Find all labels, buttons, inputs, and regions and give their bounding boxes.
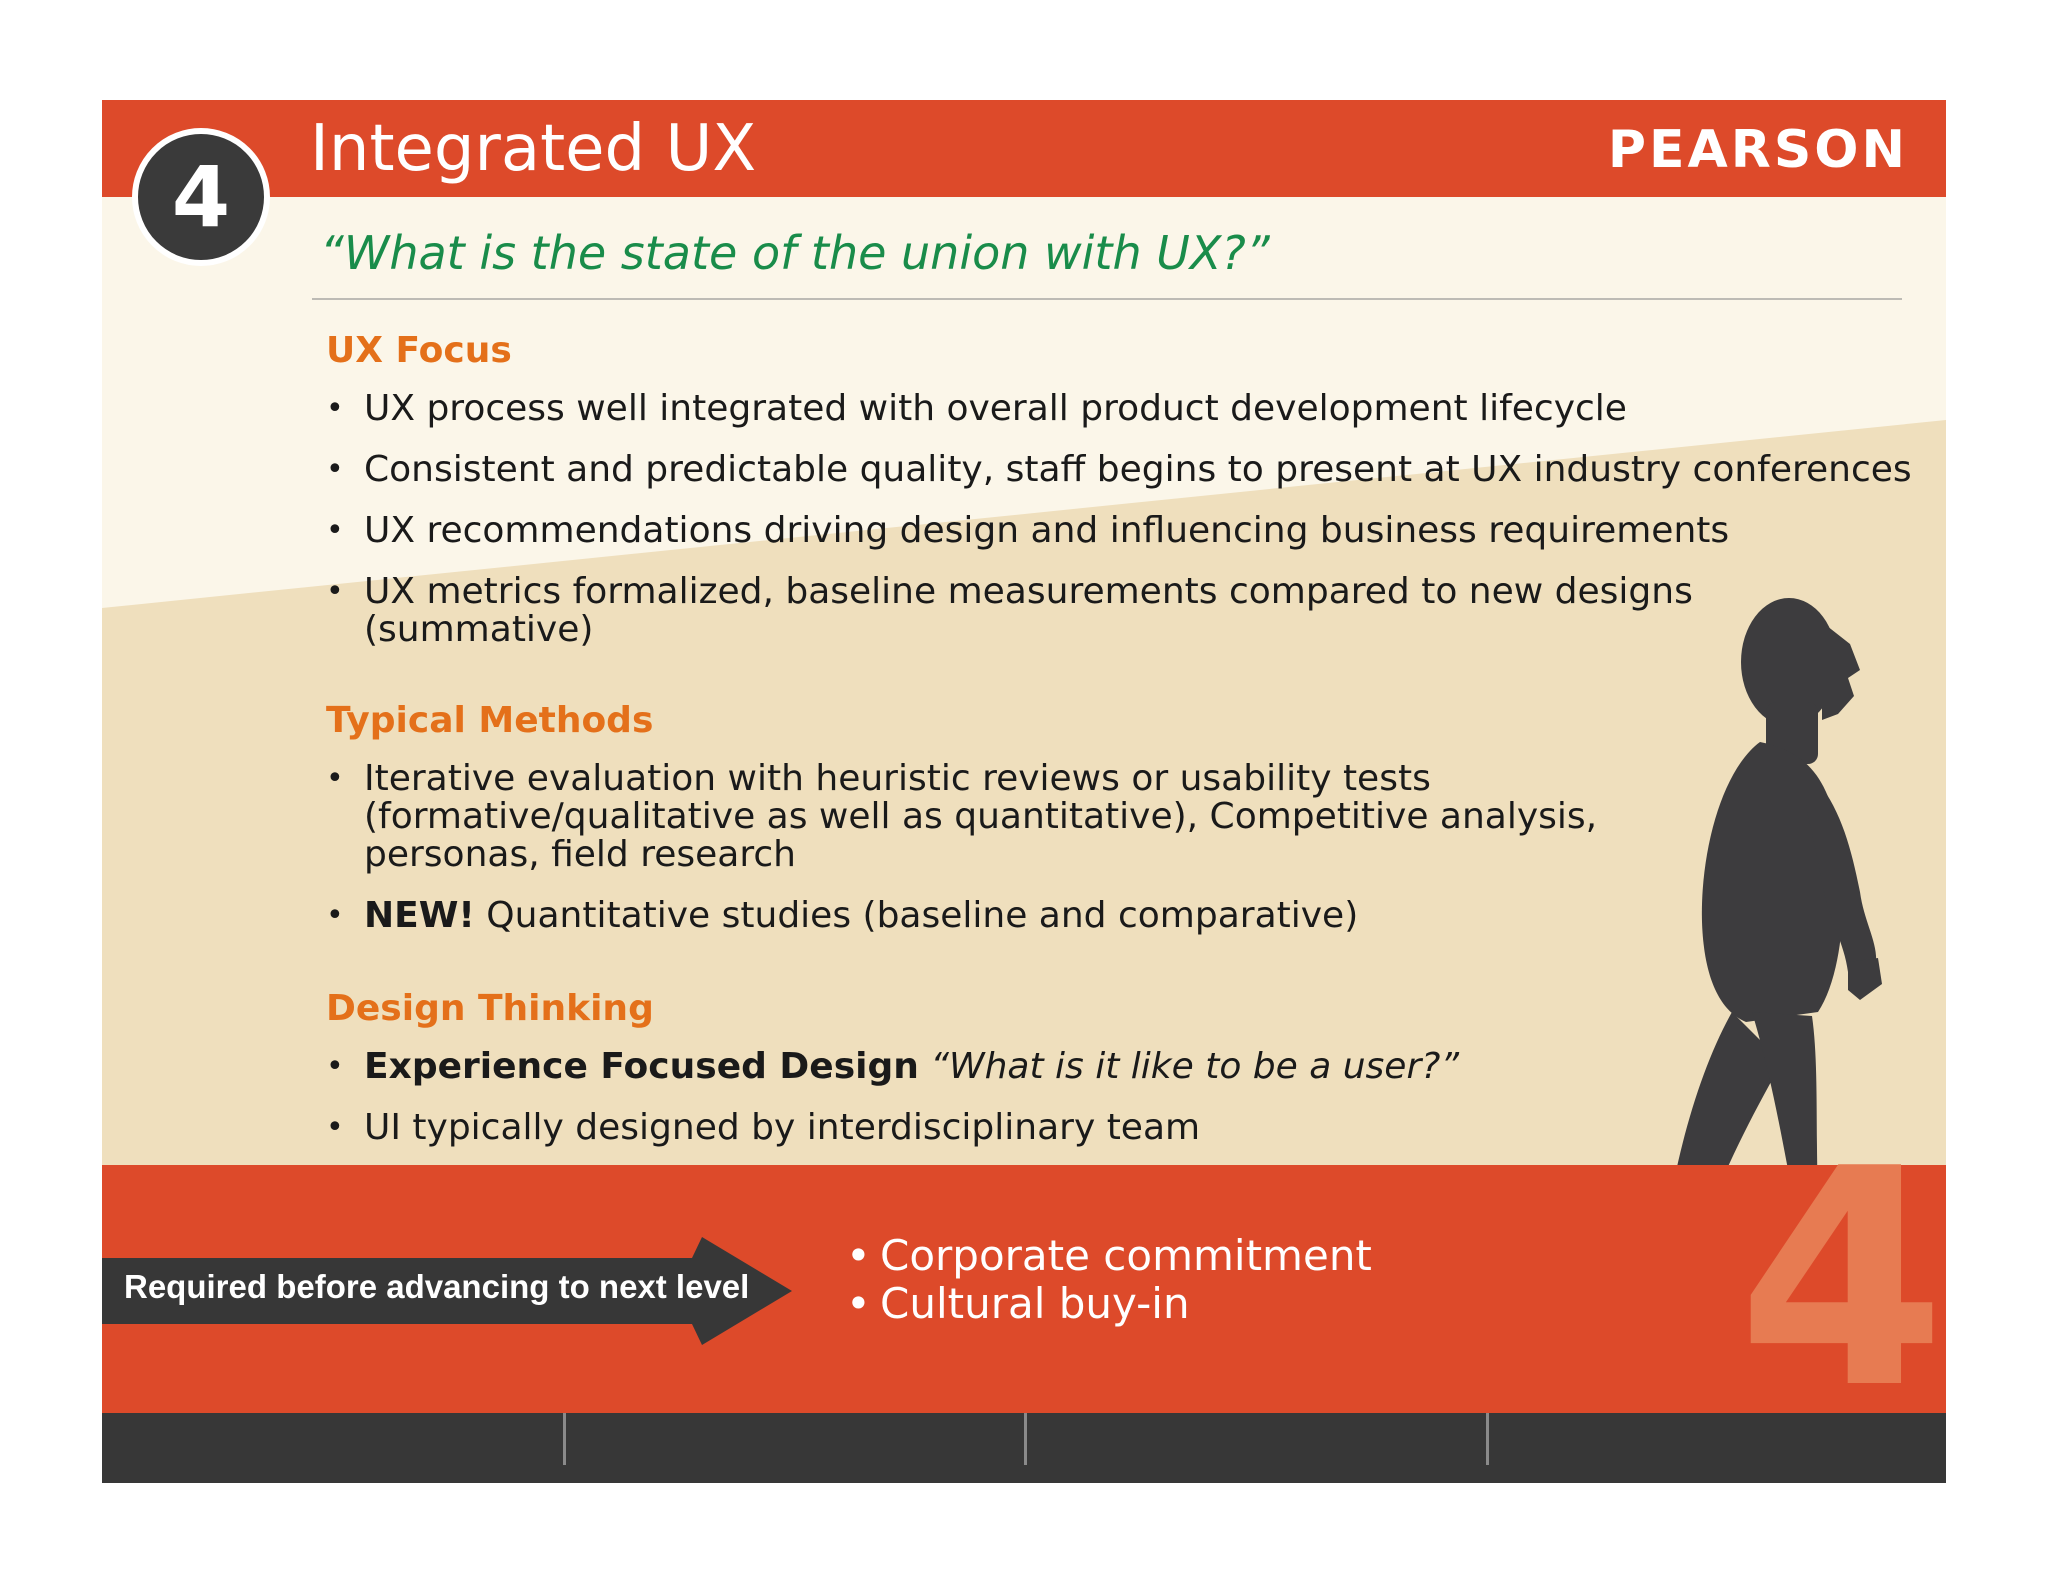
bar-divider xyxy=(1024,1413,1027,1465)
list-item: Consistent and predictable quality, staf… xyxy=(326,451,2046,490)
arrow-label: Required before advancing to next level xyxy=(124,1268,750,1305)
bar-divider xyxy=(1486,1413,1489,1465)
level-watermark-number: 4 xyxy=(1737,1105,1946,1454)
list-item: Experience Focused Design “What is it li… xyxy=(326,1046,2046,1087)
header-bar xyxy=(102,100,1946,197)
requirement-item: Cultural buy-in xyxy=(846,1280,1372,1329)
brand-logo: PEARSON xyxy=(1607,120,1908,180)
list-item-italic: “What is it like to be a user?” xyxy=(918,1046,1460,1087)
list-item-bold: Experience Focused Design xyxy=(364,1046,919,1087)
design-thinking-list: Experience Focused Design “What is it li… xyxy=(326,1048,2046,1170)
typical-methods-list: Iterative evaluation with heuristic revi… xyxy=(326,760,2046,958)
section-title-typical-methods: Typical Methods xyxy=(326,700,654,741)
bottom-bar xyxy=(102,1413,1946,1483)
section-title-ux-focus: UX Focus xyxy=(326,330,512,371)
list-item-text: Quantitative studies (baseline and compa… xyxy=(474,895,1359,936)
question-subtitle: “What is the state of the union with UX?… xyxy=(320,226,1270,280)
page-title: Integrated UX xyxy=(310,112,757,186)
new-label: NEW! xyxy=(364,895,475,936)
list-item: Iterative evaluation with heuristic revi… xyxy=(326,760,1604,874)
section-title-design-thinking: Design Thinking xyxy=(326,988,654,1029)
list-item: UX metrics formalized, baseline measurem… xyxy=(326,573,1724,649)
ux-focus-list: UX process well integrated with overall … xyxy=(326,390,2046,672)
list-item: NEW! Quantitative studies (baseline and … xyxy=(326,895,2046,936)
list-item: UX process well integrated with overall … xyxy=(326,390,2046,429)
requirement-item: Corporate commitment xyxy=(846,1232,1372,1281)
requirements-list: Corporate commitment Cultural buy-in xyxy=(846,1232,1372,1329)
slide: Integrated UX PEARSON 4 “What is the sta… xyxy=(102,100,1946,1483)
list-item: UX recommendations driving design and in… xyxy=(326,512,2046,551)
arrow-icon xyxy=(102,1237,792,1345)
bar-divider xyxy=(563,1413,566,1465)
level-badge: 4 xyxy=(132,128,270,266)
list-item: UI typically designed by interdisciplina… xyxy=(326,1109,2046,1148)
divider-line xyxy=(312,298,1902,300)
